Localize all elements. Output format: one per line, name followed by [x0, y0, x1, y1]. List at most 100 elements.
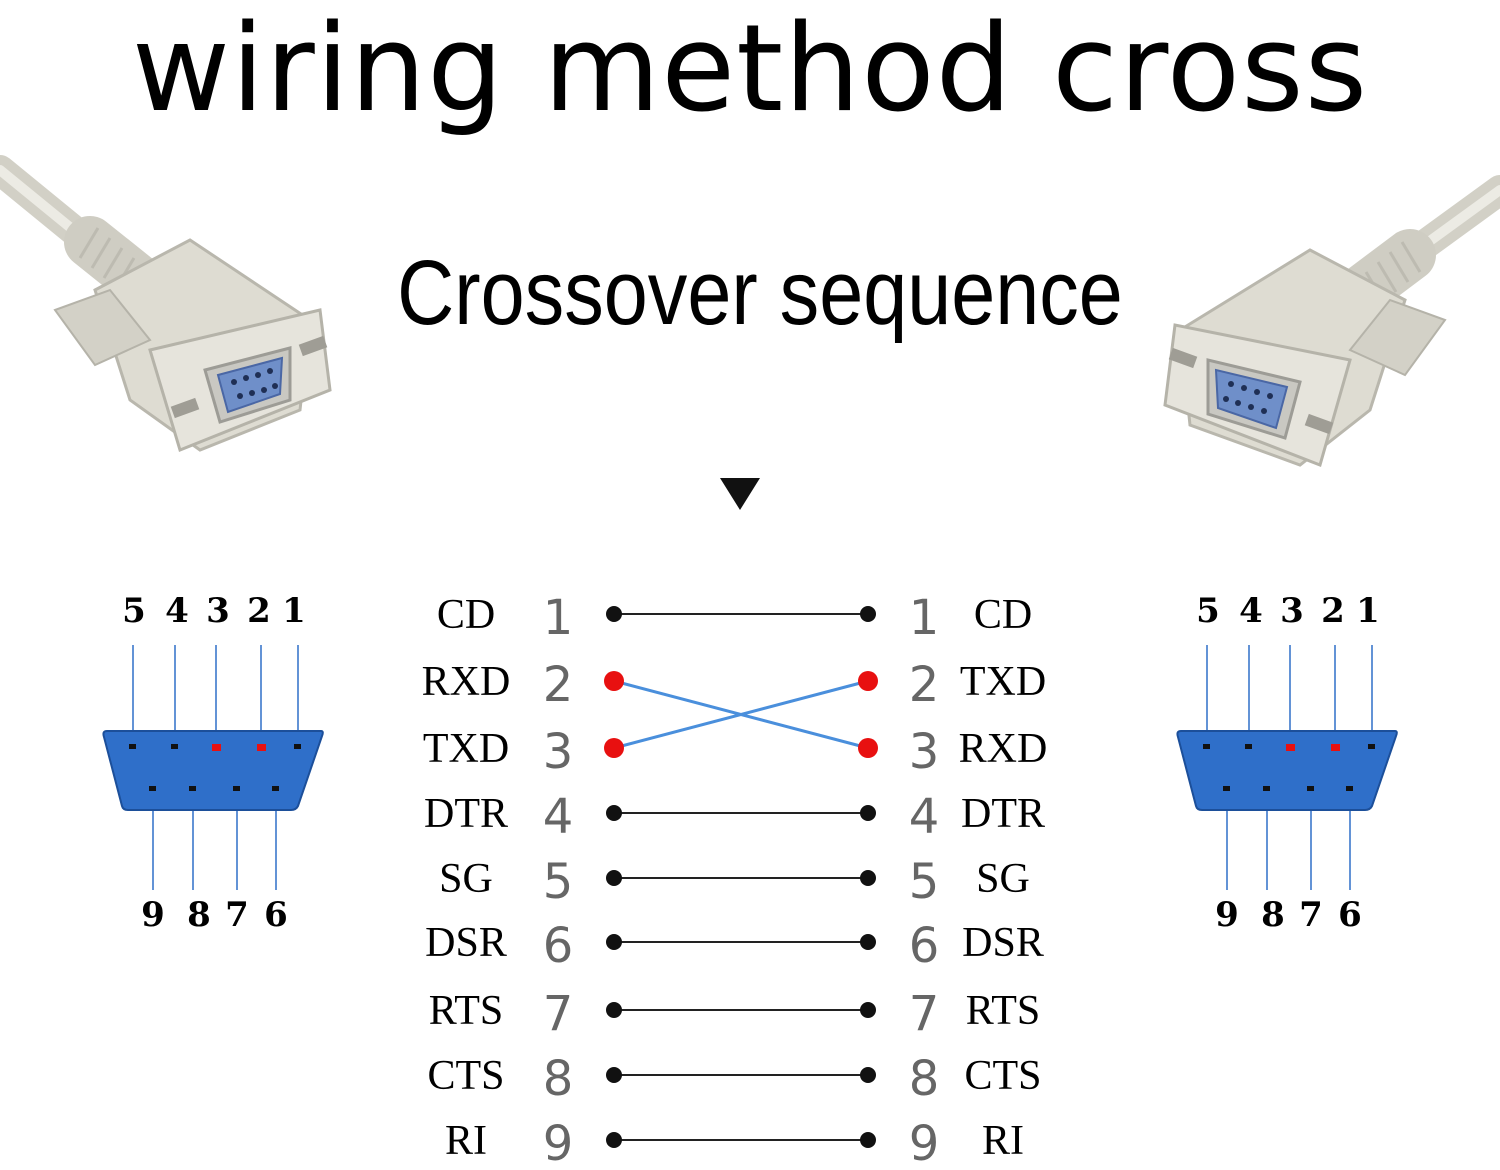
- left-pin-number: 6: [543, 918, 574, 974]
- left-signal-label: CD: [437, 592, 495, 638]
- left-signal-label: CTS: [427, 1053, 504, 1099]
- left-connector-pin-label: 9: [141, 895, 165, 935]
- left-connector-pin-dot: [212, 744, 221, 751]
- right-connector-pin-dot: [1307, 786, 1314, 791]
- right-pin-number: 1: [909, 590, 940, 646]
- right-connector-pin-label: 8: [1261, 895, 1285, 935]
- right-pin-number: 8: [909, 1051, 940, 1107]
- pin-dot: [606, 1132, 622, 1148]
- left-signal-label: RXD: [422, 659, 511, 705]
- pin-dot: [606, 805, 622, 821]
- right-connector-pin-dot: [1263, 786, 1270, 791]
- right-connector-pin-label: 1: [1356, 591, 1380, 631]
- left-signal-label: DSR: [425, 920, 507, 966]
- left-connector-pin-label: 8: [187, 895, 211, 935]
- left-connector-pin-dot: [129, 744, 136, 749]
- pin-dot: [860, 805, 876, 821]
- crossed-pin-dot: [604, 671, 624, 691]
- right-signal-label: DSR: [962, 920, 1044, 966]
- pin-dot: [860, 934, 876, 950]
- right-pin-number: 2: [909, 657, 940, 713]
- right-pin-number: 3: [909, 724, 940, 780]
- right-connector-pin-label: 2: [1321, 591, 1345, 631]
- right-pin-number: 6: [909, 918, 940, 974]
- crossed-pin-dot: [604, 738, 624, 758]
- right-connector-pin-label: 6: [1338, 895, 1362, 935]
- left-signal-label: RTS: [429, 988, 504, 1034]
- subtitle: Crossover sequence: [397, 242, 1123, 344]
- right-signal-label: RTS: [966, 988, 1041, 1034]
- left-connector-pin-label: 3: [206, 591, 230, 631]
- left-connector-pin-dot: [294, 744, 301, 749]
- pin-dot: [860, 1132, 876, 1148]
- left-connector-body: [102, 730, 324, 811]
- right-signal-label: SG: [976, 856, 1030, 902]
- db9-cable-left-image: [0, 155, 332, 453]
- right-connector-pin-label: 7: [1299, 895, 1323, 935]
- left-connector-pin-dot: [171, 744, 178, 749]
- right-pin-number: 4: [909, 789, 940, 845]
- left-connector-pin-label: 7: [225, 895, 249, 935]
- left-signal-label: RI: [445, 1118, 487, 1164]
- left-connector-pin-dot: [272, 786, 279, 791]
- pin-dot: [606, 606, 622, 622]
- left-connector-pin-label: 1: [282, 591, 306, 631]
- db9-cable-right-image: [1163, 175, 1500, 467]
- right-connector-pin-dot: [1223, 786, 1230, 791]
- left-connector-pin-label: 2: [247, 591, 271, 631]
- pin-dot: [606, 934, 622, 950]
- right-signal-label: CD: [974, 592, 1032, 638]
- pin-dot: [606, 870, 622, 886]
- right-signal-label: CTS: [964, 1053, 1041, 1099]
- right-connector-pin-label: 9: [1215, 895, 1239, 935]
- right-connector-pin-dot: [1346, 786, 1353, 791]
- right-connector-pin-dot: [1286, 744, 1295, 751]
- right-connector-body: [1176, 730, 1398, 811]
- right-pin-number: 7: [909, 986, 940, 1042]
- left-pin-number: 3: [543, 724, 574, 780]
- pin-dot: [606, 1067, 622, 1083]
- crossed-pin-dot: [858, 671, 878, 691]
- right-connector-pin-dot: [1331, 744, 1340, 751]
- pin-dot: [860, 1067, 876, 1083]
- right-connector-pin-label: 4: [1239, 591, 1263, 631]
- left-pin-number: 4: [543, 789, 574, 845]
- right-pin-number: 9: [909, 1116, 940, 1170]
- crossed-pin-dot: [858, 738, 878, 758]
- left-connector-pin-dot: [189, 786, 196, 791]
- page-title: wiring method cross: [131, 0, 1369, 139]
- right-connector-pin-dot: [1245, 744, 1252, 749]
- left-pin-number: 7: [543, 986, 574, 1042]
- down-triangle-icon: [720, 478, 760, 510]
- left-pin-number: 2: [543, 657, 574, 713]
- right-connector-pin-dot: [1203, 744, 1210, 749]
- left-connector-pin-label: 4: [165, 591, 189, 631]
- left-signal-label: DTR: [424, 791, 508, 837]
- right-signal-label: TXD: [960, 659, 1046, 705]
- crossed-wire: [613, 679, 869, 750]
- left-signal-label: SG: [439, 856, 493, 902]
- pin-dot: [860, 870, 876, 886]
- pin-dot: [860, 1002, 876, 1018]
- left-connector-pin-dot: [233, 786, 240, 791]
- left-connector-pin-label: 6: [264, 895, 288, 935]
- right-signal-label: RI: [982, 1118, 1024, 1164]
- left-signal-label: TXD: [423, 726, 509, 772]
- left-pin-number: 8: [543, 1051, 574, 1107]
- right-connector-pin-label: 5: [1196, 591, 1220, 631]
- pin-dot: [606, 1002, 622, 1018]
- right-connector-pin-label: 3: [1280, 591, 1304, 631]
- right-signal-label: DTR: [961, 791, 1045, 837]
- left-connector-pin-label: 5: [122, 591, 146, 631]
- right-connector-pin-dot: [1368, 744, 1375, 749]
- left-pin-number: 1: [543, 590, 574, 646]
- left-connector-pin-dot: [149, 786, 156, 791]
- pin-dot: [860, 606, 876, 622]
- right-pin-number: 5: [909, 854, 940, 910]
- right-signal-label: RXD: [959, 726, 1048, 772]
- left-pin-number: 5: [543, 854, 574, 910]
